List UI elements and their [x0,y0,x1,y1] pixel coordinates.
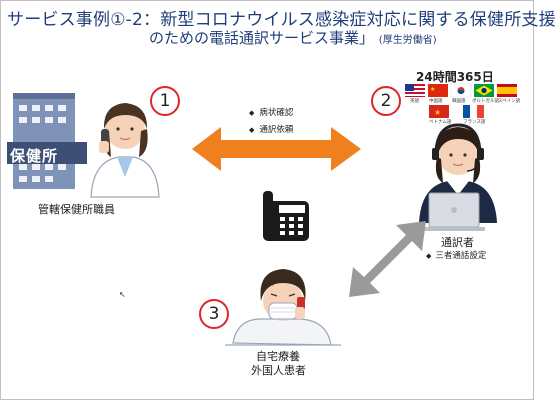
china-flag-icon: ★ [428,84,448,97]
spain-flag-icon [497,84,517,97]
nurse-icon [90,103,160,198]
usa-flag-icon [405,84,425,97]
building-icon [7,93,87,189]
bullet-item: 通訳依頼 [249,122,293,139]
patient-label-line2: 外国人患者 [251,364,306,377]
three-way-call-label: ◆三者通話設定 [426,251,487,261]
number-circle-2: 2 [371,86,401,116]
patient-label-line1: 自宅療養 [256,350,300,363]
laptop-icon [423,192,485,231]
patient-icon [225,269,341,346]
svg-text:★: ★ [430,86,435,93]
gray-double-arrow [349,221,426,297]
building-sign: 保健所 [10,147,59,165]
korea-flag-icon [450,83,472,98]
interpreter-label: 通訳者 [441,236,474,249]
number-circle-3: 3 [199,299,229,329]
request-bullets: 病状確認 通訳依頼 [249,105,293,139]
diagram-illustrations [7,93,497,346]
health-center-staff-label: 管轄保健所職員 [38,203,115,216]
flag-caption-korean: 韓国語 [452,99,466,104]
number-circle-1: 1 [150,86,180,116]
phone-icon [263,191,309,241]
flag-caption-portuguese: ポルトガル語 [472,99,499,104]
flag-caption-spanish: スペイン語 [498,99,521,104]
flag-caption-french: フランス語 [463,120,486,125]
bullet-item: 病状確認 [249,105,293,122]
slide-title: サービス事例①-2：新型コロナウイルス感染症対応に関する保健所支援 [7,10,556,30]
svg-text:★: ★ [434,108,441,117]
subtitle-text: のための電話通訳サービス事業」 [149,29,375,47]
mouse-cursor-icon: ↖ [119,290,126,299]
vietnam-flag-icon: ★ [429,105,449,118]
hours-label: 24時間365日 [416,70,494,84]
slide-subtitle: のための電話通訳サービス事業」 (厚生労働省) [149,27,437,48]
france-flag-icon [463,105,484,118]
brazil-flag-icon [474,84,494,97]
orange-double-arrow [192,127,361,171]
subtitle-note: (厚生労働省) [378,35,437,46]
flag-caption-vietnamese: ベトナム語 [429,120,452,125]
flag-caption-english: 英語 [410,99,419,104]
flag-caption-chinese: 中国語 [429,99,443,104]
language-flags: ★ ★ [405,83,517,118]
slide: サービス事例①-2：新型コロナウイルス感染症対応に関する保健所支援 のための電話… [0,0,534,400]
